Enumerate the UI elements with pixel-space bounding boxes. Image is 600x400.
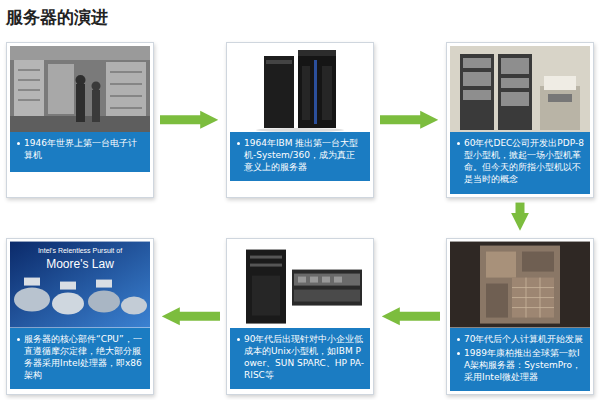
bullet-dot bbox=[17, 338, 20, 341]
bullet-dot bbox=[457, 338, 460, 341]
server-photo bbox=[230, 242, 370, 328]
bullet-item: 服务器的核心部件“CPU”，一直遵循摩尔定律，绝大部分服务器采用Intel处理器… bbox=[16, 333, 144, 382]
bullet-item: 90年代后出现针对中小企业低成本的Unix小型机，如IBM Power、SUN … bbox=[236, 333, 364, 382]
timeline-card: 1964年IBM 推出第一台大型机-System/360，成为真正意义上的服务器 bbox=[226, 42, 374, 198]
mainframe-photo bbox=[230, 46, 370, 132]
picture-area bbox=[10, 242, 150, 328]
page-title: 服务器的演进 bbox=[6, 6, 108, 29]
bullet-dot bbox=[457, 352, 460, 355]
caption-panel: 服务器的核心部件“CPU”，一直遵循摩尔定律，绝大部分服务器采用Intel处理器… bbox=[10, 328, 150, 390]
caption-panel: 70年代后个人计算机开始发展 1989年康柏推出全球第一款IA架构服务器：Syst… bbox=[450, 328, 590, 392]
card-text: 1964年IBM 推出第一台大型机-System/360，成为真正意义上的服务器 bbox=[244, 137, 364, 173]
card-text: 60年代DEC公司开发出PDP-8型小型机，掀起一场小型机革命。但今天的所指小型… bbox=[464, 137, 584, 186]
flow-arrow bbox=[178, 312, 220, 321]
bullet-dot bbox=[457, 142, 460, 145]
slide-heading: Intel's Relentless Pursuit of bbox=[10, 247, 150, 254]
caption-panel: 60年代DEC公司开发出PDP-8型小型机，掀起一场小型机革命。但今天的所指小型… bbox=[450, 132, 590, 194]
eniac-photo bbox=[10, 46, 150, 132]
bullet-item: 1964年IBM 推出第一台大型机-System/360，成为真正意义上的服务器 bbox=[236, 137, 364, 173]
timeline-card: 70年代后个人计算机开始发展 1989年康柏推出全球第一款IA架构服务器：Syst… bbox=[446, 238, 594, 396]
timeline-card: 1946年世界上第一台电子计算机 bbox=[6, 42, 154, 198]
picture-area bbox=[10, 46, 150, 132]
picture-area bbox=[450, 242, 590, 328]
minicomputer-photo bbox=[450, 46, 590, 132]
bullet-item: 70年代后个人计算机开始发展 bbox=[456, 333, 584, 345]
chip-photo bbox=[450, 242, 590, 328]
card-text: 90年代后出现针对中小企业低成本的Unix小型机，如IBM Power、SUN … bbox=[244, 333, 364, 382]
flow-arrow bbox=[516, 203, 525, 215]
bullet-dot bbox=[237, 142, 240, 145]
flow-arrow bbox=[380, 115, 422, 124]
flow-arrow bbox=[160, 115, 202, 124]
card-text: 服务器的核心部件“CPU”，一直遵循摩尔定律，绝大部分服务器采用Intel处理器… bbox=[24, 333, 144, 382]
card-text: 1946年世界上第一台电子计算机 bbox=[24, 137, 144, 161]
bullet-item: 60年代DEC公司开发出PDP-8型小型机，掀起一场小型机革命。但今天的所指小型… bbox=[456, 137, 584, 186]
caption-panel: 1946年世界上第一台电子计算机 bbox=[10, 132, 150, 172]
card-text: 1989年康柏推出全球第一款IA架构服务器：SystemPro，采用Intel微… bbox=[464, 347, 584, 383]
timeline-card: 60年代DEC公司开发出PDP-8型小型机，掀起一场小型机革命。但今天的所指小型… bbox=[446, 42, 594, 198]
timeline-card: 90年代后出现针对中小企业低成本的Unix小型机，如IBM Power、SUN … bbox=[226, 238, 374, 396]
moores-law-slide bbox=[10, 242, 150, 328]
picture-area bbox=[230, 46, 370, 132]
bullet-dot bbox=[17, 142, 20, 145]
caption-panel: 90年代后出现针对中小企业低成本的Unix小型机，如IBM Power、SUN … bbox=[230, 328, 370, 390]
picture-area bbox=[450, 46, 590, 132]
card-text: 70年代后个人计算机开始发展 bbox=[464, 333, 584, 345]
flow-arrow bbox=[398, 312, 440, 321]
caption-panel: 1964年IBM 推出第一台大型机-System/360，成为真正意义上的服务器 bbox=[230, 132, 370, 181]
slide-heading: Moore's Law bbox=[10, 257, 150, 271]
bullet-dot bbox=[237, 338, 240, 341]
picture-area bbox=[230, 242, 370, 328]
bullet-item: 1946年世界上第一台电子计算机 bbox=[16, 137, 144, 161]
bullet-item: 1989年康柏推出全球第一款IA架构服务器：SystemPro，采用Intel微… bbox=[456, 347, 584, 383]
